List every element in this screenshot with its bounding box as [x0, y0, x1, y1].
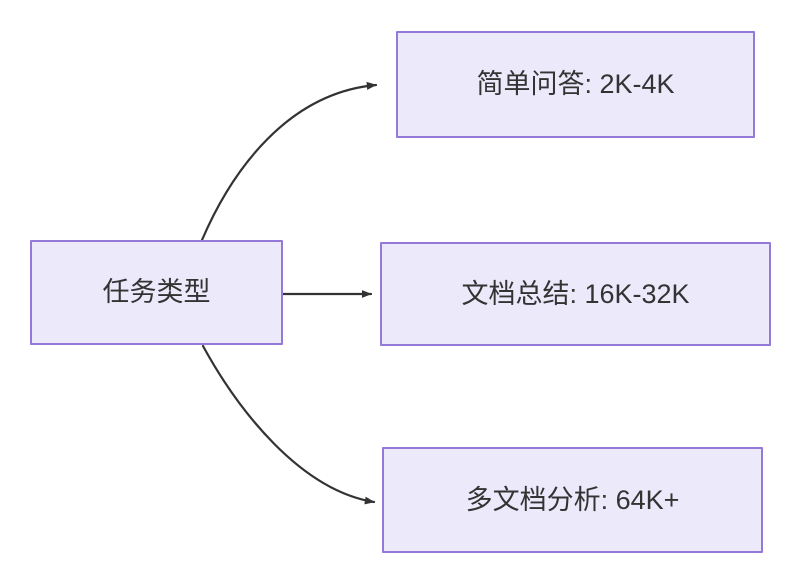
node-root-label: 任务类型: [102, 277, 211, 308]
node-branch-doc-summary[interactable]: 文档总结: 16K-32K: [380, 242, 771, 346]
node-branch-simple-qa[interactable]: 简单问答: 2K-4K: [396, 31, 755, 138]
edge-root-to-branch-0: [200, 81, 378, 242]
node-branch-simple-qa-label: 简单问答: 2K-4K: [476, 69, 675, 100]
node-branch-multi-doc-analysis[interactable]: 多文档分析: 64K+: [382, 447, 763, 553]
node-branch-doc-summary-label: 文档总结: 16K-32K: [461, 278, 690, 309]
edge-root-to-branch-2: [201, 344, 376, 505]
node-root[interactable]: 任务类型: [30, 240, 283, 345]
node-branch-multi-doc-analysis-label: 多文档分析: 64K+: [465, 484, 680, 515]
